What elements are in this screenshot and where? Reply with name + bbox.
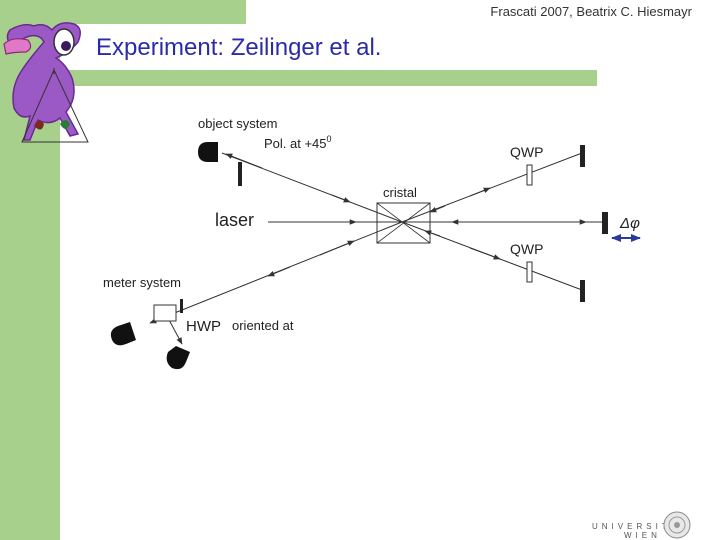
qwp-upper-label: QWP xyxy=(510,144,543,160)
university-wordmark-left: UNIVERSITÄT xyxy=(592,522,689,531)
hwp-box xyxy=(153,304,177,322)
mirror-lower xyxy=(580,280,585,302)
polarizer-plate xyxy=(238,162,242,186)
hwp-note-label: oriented at xyxy=(232,318,294,333)
crystal-label: cristal xyxy=(383,185,417,200)
header-citation: Frascati 2007, Beatrix C. Hiesmayr xyxy=(490,4,692,19)
mirror-center xyxy=(602,212,608,234)
title-underline-band xyxy=(60,70,597,86)
delta-phi-label: Δφ xyxy=(619,215,640,232)
qwp-lower-label: QWP xyxy=(510,241,543,257)
detector-meter-1 xyxy=(110,322,136,346)
qwp-lower-plate xyxy=(526,261,533,283)
crystal-box xyxy=(376,202,431,244)
university-wordmark: UNIVERSITÄTWIEN xyxy=(592,522,720,540)
polarizer-label: Pol. at +450 xyxy=(264,134,332,151)
beam-upper-right xyxy=(401,152,583,223)
top-band xyxy=(0,0,246,24)
qwp-upper-plate xyxy=(526,164,533,186)
university-wordmark-right: WIEN xyxy=(624,531,661,540)
laser-label: laser xyxy=(215,210,254,230)
mirror-upper xyxy=(580,145,585,167)
object-system-label: object system xyxy=(198,116,277,131)
meter-system-label: meter system xyxy=(103,275,181,290)
detector-object xyxy=(198,142,218,162)
hwp-label: HWP xyxy=(186,318,221,335)
mascot-logo xyxy=(3,22,89,143)
detector-meter-2 xyxy=(166,346,190,370)
slide-title: Experiment: Zeilinger et al. xyxy=(96,34,382,61)
university-seal-icon xyxy=(663,511,691,539)
